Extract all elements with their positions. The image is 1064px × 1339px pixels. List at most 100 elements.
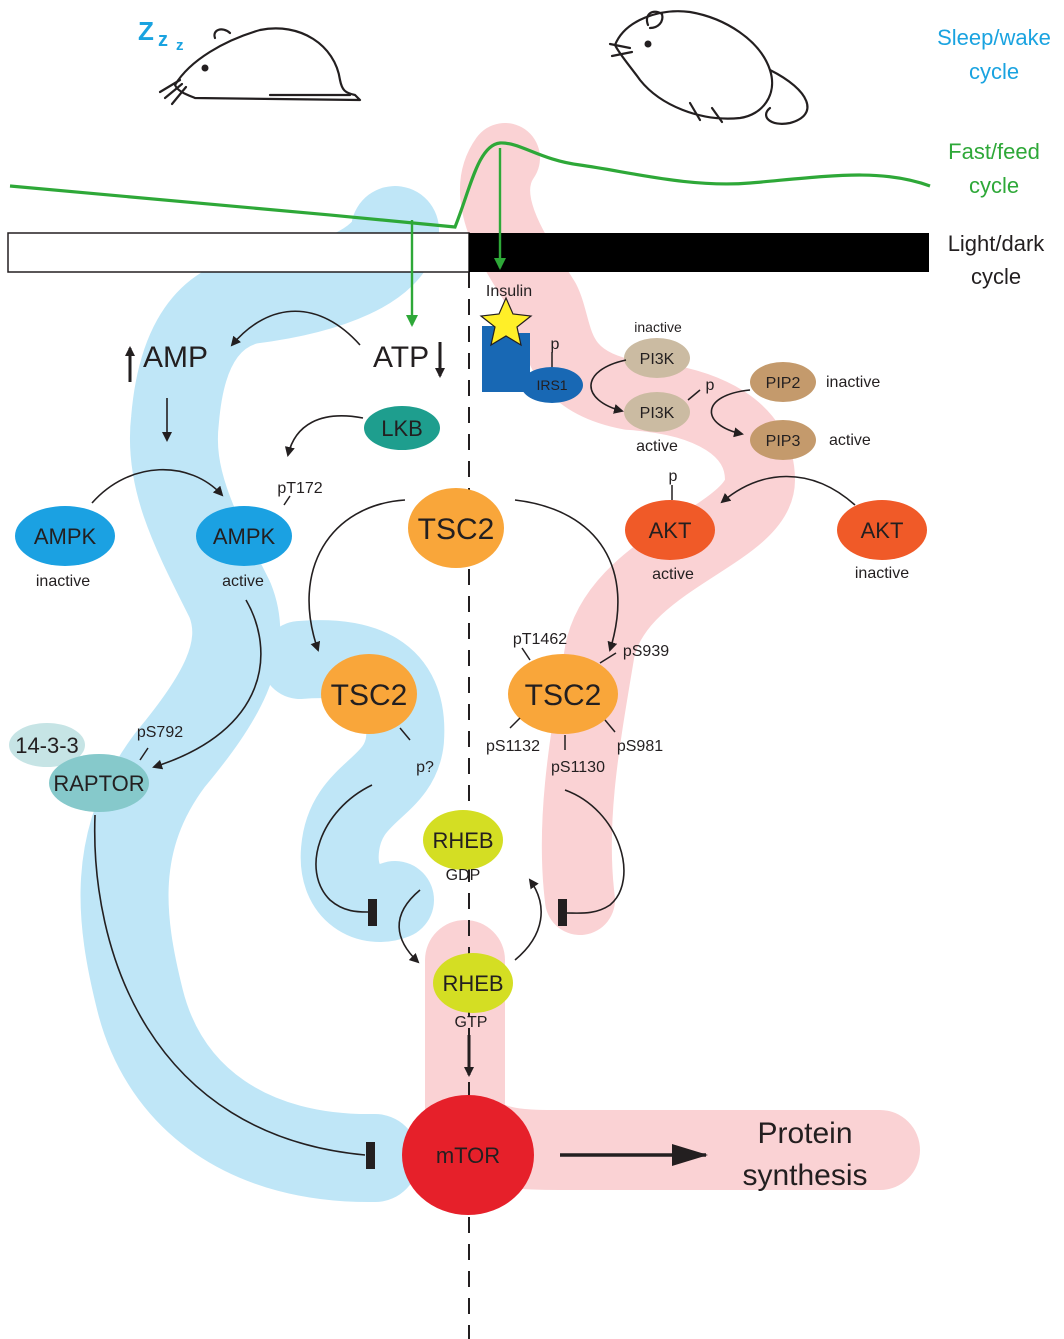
tsc2-site-pS981: pS981: [617, 738, 663, 755]
svg-text:cycle: cycle: [969, 59, 1019, 84]
raptor-inhibits-mtor: [93, 814, 366, 1156]
tsc2-right-inhibition-bar-icon: [558, 899, 567, 926]
ampk-phospho-site: pT172: [277, 480, 322, 497]
atp-label: ATP: [373, 341, 429, 374]
irs1-label: IRS1: [536, 377, 567, 393]
mtor-label: mTOR: [436, 1143, 500, 1168]
akt-phospho: p: [669, 468, 678, 485]
pi3k-phospho: p: [706, 377, 715, 394]
awake-mouse-illustration: [608, 10, 809, 125]
akt-inactive-node: AKT inactive: [837, 500, 927, 582]
pi3k-active-node: PI3K active p: [624, 377, 715, 455]
raptor-label: RAPTOR: [53, 771, 144, 796]
protein-label: Protein: [757, 1117, 852, 1150]
sleep-z-symbols: Z z z: [138, 16, 184, 54]
tsc2-site-pS1132: pS1132: [486, 738, 540, 755]
light-dark-label: Light/dark cycle: [948, 231, 1046, 289]
akt-inactive-state: inactive: [855, 565, 909, 582]
pi3k-activation-arrow: [590, 359, 627, 414]
tsc2-site-pT1462: pT1462: [513, 631, 567, 648]
pi3k-active-label: PI3K: [640, 405, 675, 422]
rheb-gtp-to-gdp-arrow: [514, 878, 542, 961]
rheb-gdp-state: GDP: [446, 867, 481, 884]
14-3-3-label: 14-3-3: [15, 733, 79, 758]
insulin-label: Insulin: [486, 283, 532, 300]
rheb-gdp-to-gtp-arrow: [398, 889, 421, 964]
pi3k-inactive-state: inactive: [634, 319, 682, 335]
tsc2-ampk-phospho-node: TSC2 p?: [321, 654, 434, 776]
pip2-to-pip3-arrow: [710, 389, 751, 438]
akt-active-node: AKT active p: [625, 468, 715, 583]
tsc2-unmodified-node: TSC2: [408, 488, 504, 568]
rheb-gtp-node: RHEB GTP: [433, 953, 513, 1031]
tsc2-left-label: TSC2: [331, 679, 408, 712]
lkb-to-ampk-arrow: [284, 415, 364, 457]
svg-text:Light/dark: Light/dark: [948, 231, 1046, 256]
z-medium: z: [158, 29, 168, 51]
raptor-phospho-site: pS792: [137, 724, 183, 741]
irs1-node: IRS1 p: [521, 336, 583, 403]
ampk-activation-arrow: [91, 468, 224, 504]
pip3-node: PIP3 active: [750, 420, 871, 460]
insulin-star-icon: [479, 296, 533, 347]
akt-active-state: active: [652, 566, 694, 583]
rheb-gtp-state: GTP: [455, 1014, 488, 1031]
pip2-node: PIP2 inactive: [750, 362, 880, 402]
ampk-inactive-state: inactive: [36, 573, 90, 590]
amp-label: AMP: [143, 341, 208, 374]
protein-synthesis-output: Protein synthesis: [742, 1117, 867, 1192]
ampk-inactive-node: AMPK inactive: [15, 506, 115, 590]
tsc2-right-label: TSC2: [525, 679, 602, 712]
tsc2-site-pS1130: pS1130: [551, 759, 605, 776]
ampk-active-label: AMPK: [213, 524, 276, 549]
pip2-state: inactive: [826, 374, 880, 391]
tsc2-to-akt-phospho-arrow: [514, 499, 619, 652]
irs1-phospho: p: [551, 336, 560, 353]
tsc2-left-site: p?: [416, 759, 434, 776]
dark-phase-bar: [469, 233, 929, 272]
tsc2-left-inhibits-rheb: [315, 784, 373, 913]
insulin-receptor: Insulin: [479, 283, 533, 392]
pip3-state: active: [829, 432, 871, 449]
svg-text:cycle: cycle: [969, 173, 1019, 198]
ampk-active-state: active: [222, 573, 264, 590]
mtor-node: mTOR: [402, 1095, 534, 1215]
rheb-gtp-label: RHEB: [442, 971, 503, 996]
ampk-to-raptor-arrow: [152, 599, 262, 770]
lkb-label: LKB: [381, 416, 423, 441]
pip2-label: PIP2: [766, 375, 801, 392]
raptor-node: 14-3-3 RAPTOR pS792: [9, 723, 183, 812]
ampk-inactive-label: AMPK: [34, 524, 97, 549]
sleeping-mouse-illustration: [158, 27, 362, 106]
pi3k-inactive-label: PI3K: [640, 351, 675, 368]
synthesis-label: synthesis: [742, 1159, 867, 1192]
akt-pathway-band: [425, 123, 920, 1190]
akt-active-label: AKT: [649, 518, 692, 543]
light-phase-bar: [7, 232, 470, 273]
pi3k-inactive-node: inactive PI3K: [624, 319, 690, 378]
atp-node: ATP: [373, 341, 445, 378]
sleep-wake-label: Sleep/wake cycle: [937, 25, 1051, 84]
akt-activation-arrow: [720, 475, 856, 506]
svg-text:cycle: cycle: [971, 264, 1021, 289]
amp-node: AMP: [125, 341, 208, 382]
z-large: Z: [138, 16, 154, 46]
z-small: z: [176, 37, 184, 54]
tsc2-top-label: TSC2: [418, 513, 495, 546]
atp-to-amp-arrow: [230, 310, 361, 347]
tsc2-akt-phospho-node: TSC2 pT1462 pS939 pS1132 pS1130 pS981: [486, 631, 669, 776]
tsc2-left-inhibition-bar-icon: [368, 899, 377, 926]
tsc2-to-ampk-phospho-arrow: [308, 499, 406, 652]
fast-feed-curve: [9, 141, 931, 229]
svg-text:Sleep/wake: Sleep/wake: [937, 25, 1051, 50]
raptor-inhibition-bar-icon: [366, 1142, 375, 1169]
fast-feed-label: Fast/feed cycle: [948, 139, 1040, 198]
lkb-node: LKB: [364, 406, 440, 450]
ampk-active-node: AMPK active pT172: [196, 480, 323, 590]
pip3-label: PIP3: [766, 433, 801, 450]
rheb-gdp-node: RHEB GDP: [423, 810, 503, 884]
rheb-gdp-label: RHEB: [432, 828, 493, 853]
svg-text:Fast/feed: Fast/feed: [948, 139, 1040, 164]
pi3k-active-state: active: [636, 438, 678, 455]
